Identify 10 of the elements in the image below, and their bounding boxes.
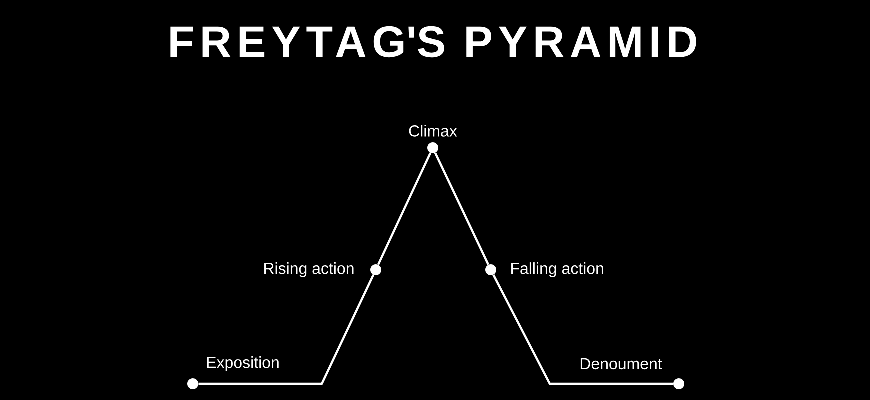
title: FREYTAG'S PYRAMID bbox=[170, 26, 696, 58]
point-label: Climax bbox=[409, 125, 458, 137]
point-label: Exposition bbox=[207, 356, 279, 372]
line bbox=[198, 274, 375, 386]
line bbox=[434, 152, 490, 266]
point-label: Rising action bbox=[264, 262, 354, 278]
line bbox=[377, 152, 432, 266]
point-label: Denoument bbox=[580, 358, 662, 370]
point-label: Falling action bbox=[512, 262, 604, 278]
line bbox=[492, 274, 674, 386]
